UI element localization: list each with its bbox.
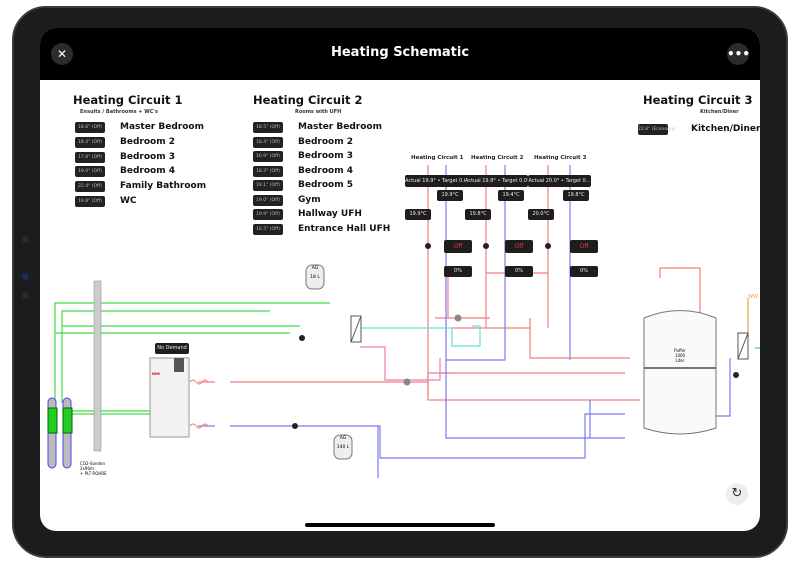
schematic-circuit-label: Heating Circuit 3	[534, 155, 587, 161]
room-temp-badge[interactable]: 16.5° (Off)	[253, 223, 283, 235]
side-button	[22, 292, 29, 299]
return-pipes	[198, 165, 731, 478]
room-temp-badge[interactable]: 18.3° (Off)	[253, 165, 283, 177]
supply-temp: 19.8°C	[465, 209, 491, 220]
room-name: Bedroom 5	[298, 180, 353, 190]
room-name: Bedroom 3	[120, 151, 175, 162]
supply-temp: 19.9°C	[405, 209, 431, 220]
ww-label: WW	[748, 294, 758, 300]
close-icon: ✕	[56, 47, 68, 61]
room-name: Family Bathroom	[120, 181, 207, 192]
circuit3-subtitle: Kitchen/Diner	[700, 109, 739, 115]
header-bar: ✕ Heating Schematic •••	[40, 28, 760, 80]
circuit1-subtitle: Ensuits / Bathrooms + WC's	[80, 109, 158, 115]
room-temp-badge[interactable]: 17.8° (Off)	[75, 151, 105, 163]
expansion-vessel-140l	[333, 434, 353, 460]
room-temp-badge[interactable]: 22.8° (Economy)	[638, 124, 676, 135]
return-temp: 19.9°C	[437, 190, 463, 201]
room-name: Bedroom 2	[298, 136, 353, 147]
close-button[interactable]: ✕	[51, 43, 73, 65]
return-temp: 19.8°C	[563, 190, 589, 201]
circuit2-title: Heating Circuit 2	[253, 93, 363, 107]
room-name: Master Bedroom	[298, 122, 382, 132]
home-indicator	[305, 523, 495, 527]
expansion-vessel-18l	[305, 264, 325, 290]
room-name: Bedroom 4	[298, 165, 353, 176]
room-name: WC	[120, 196, 137, 206]
camera	[22, 273, 29, 280]
ellipsis-icon: •••	[727, 47, 751, 61]
pink-pipe	[360, 346, 441, 381]
schematic-circuit-label: Heating Circuit 2	[471, 155, 524, 161]
room-name: Bedroom 4	[120, 166, 175, 177]
heatpump-status[interactable]: No Demand	[155, 343, 189, 354]
circuit-status[interactable]: Actual 20.0° • Target 0...	[528, 175, 591, 187]
pump-state[interactable]: Off	[570, 240, 598, 253]
refresh-icon: ↻	[731, 486, 743, 501]
return-temp: 19.4°C	[498, 190, 524, 201]
room-temp-badge[interactable]: 22.4° (Off)	[75, 181, 105, 193]
more-button[interactable]: •••	[727, 43, 751, 65]
room-temp-badge[interactable]: 18.6° (Off)	[75, 122, 105, 133]
room-name: Kitchen/Diner	[691, 124, 760, 134]
room-temp-badge[interactable]: 19.9° (Off)	[253, 209, 283, 220]
supply-temp: 20.0°C	[528, 209, 554, 220]
schematic-circuit-label: Heating Circuit 1	[411, 155, 464, 161]
circuit3-title: Heating Circuit 3	[643, 93, 753, 107]
room-name: Entrance Hall UFH	[298, 223, 391, 234]
room-temp-badge[interactable]: 19.0° (Off)	[75, 166, 105, 178]
circuit-status[interactable]: Actual 19.9° • Target 0.0°	[405, 175, 468, 187]
app-screen: ✕ Heating Schematic ••• Heating Circuit …	[40, 28, 760, 531]
room-name: Master Bedroom	[120, 122, 204, 132]
heating-schematic	[47, 165, 760, 478]
valve-position[interactable]: 0%	[505, 266, 533, 277]
valve-position[interactable]: 0%	[444, 266, 472, 277]
room-temp-badge[interactable]: 18.4° (Off)	[253, 136, 283, 148]
room-temp-badge[interactable]: 19.0° (Off)	[253, 194, 283, 206]
cyan-pipe	[360, 325, 481, 347]
room-name: Bedroom 2	[120, 136, 175, 147]
circuit1-title: Heating Circuit 1	[73, 93, 183, 107]
page-title: Heating Schematic	[330, 45, 470, 60]
room-temp-badge[interactable]: 18.4° (Off)	[75, 136, 105, 148]
room-name: Hallway UFH	[298, 209, 362, 219]
room-temp-badge[interactable]: 18.5° (Off)	[253, 122, 283, 133]
room-temp-badge[interactable]: 19.8° (Off)	[75, 196, 105, 207]
circuit-status[interactable]: Actual 19.8° • Target 0.0°	[465, 175, 528, 187]
circuit2-subtitle: Rooms with UFH	[295, 109, 342, 115]
heatpump-brand: IDM	[152, 372, 160, 376]
pump-state[interactable]: Off	[444, 240, 472, 253]
buffer-tank	[643, 310, 717, 435]
pump-icons	[292, 243, 739, 429]
ground-probes	[47, 397, 73, 469]
refresh-button[interactable]: ↻	[726, 483, 748, 505]
room-temp-badge[interactable]: 16.9° (Off)	[253, 151, 283, 162]
supply-pipes	[198, 165, 701, 411]
valve-position[interactable]: 0%	[570, 266, 598, 277]
side-button	[22, 236, 29, 243]
room-name: Gym	[298, 194, 321, 205]
room-temp-badge[interactable]: 19.1° (Off)	[253, 180, 283, 191]
wall	[93, 280, 102, 452]
pump-state[interactable]: Off	[505, 240, 533, 253]
room-name: Bedroom 3	[298, 151, 353, 161]
